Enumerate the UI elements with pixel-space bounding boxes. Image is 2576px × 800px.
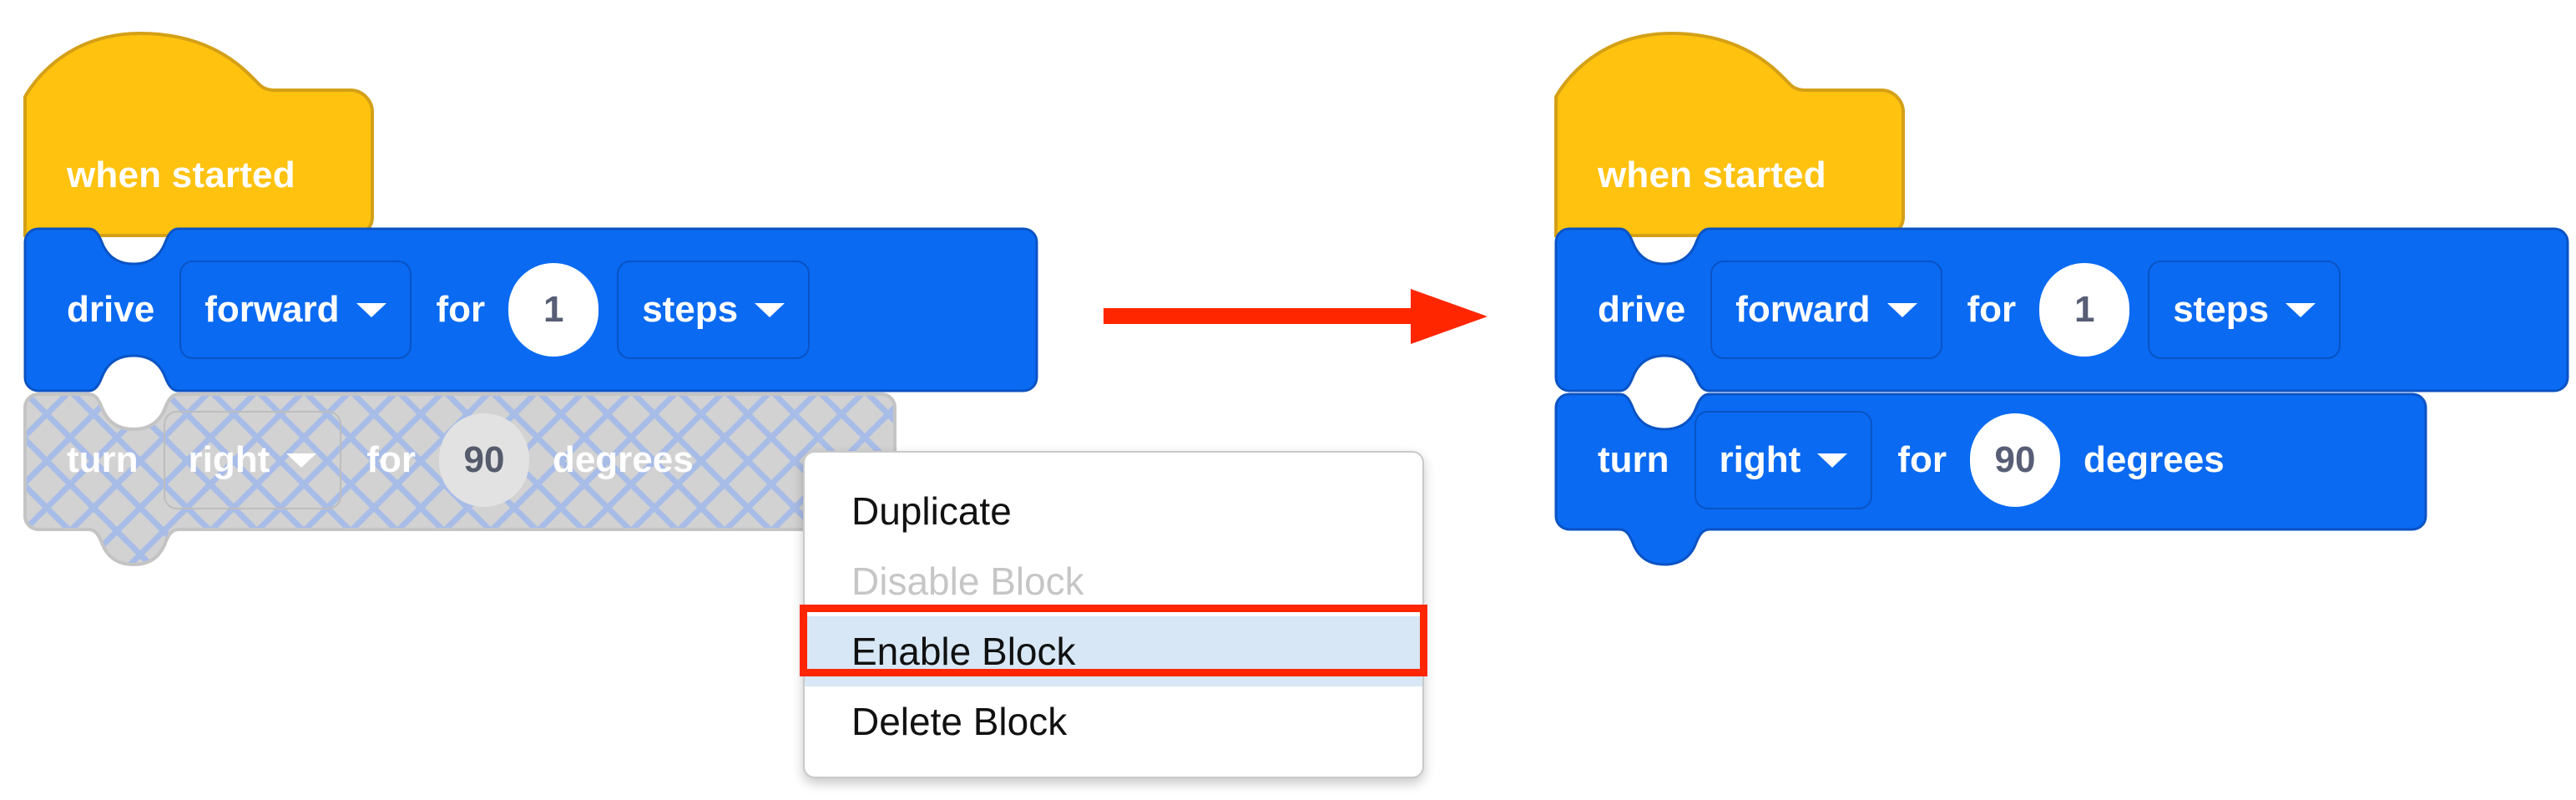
turn-block-row: turn right for 90 degrees — [23, 391, 709, 529]
turn-block-before-disabled[interactable]: turn right for 90 degrees — [23, 391, 897, 566]
drive-amount-value: 1 — [2073, 289, 2095, 330]
drive-verb-label: drive — [1598, 289, 1686, 330]
turn-verb-label: turn — [67, 439, 139, 480]
context-menu-item-enable-block[interactable]: Enable Block — [805, 616, 1422, 686]
turn-verb-label: turn — [1598, 439, 1669, 480]
drive-units-value: steps — [2173, 289, 2270, 330]
drive-block-row: drive forward for 1 steps — [1554, 227, 2351, 392]
drive-for-label: for — [436, 289, 486, 330]
chevron-down-icon — [356, 302, 386, 317]
drive-direction-value: forward — [205, 289, 340, 330]
drive-direction-value: forward — [1735, 289, 1871, 330]
turn-amount-input[interactable]: 90 — [1969, 413, 2060, 507]
chevron-down-icon — [1887, 302, 1917, 317]
chevron-down-icon — [286, 453, 317, 468]
when-started-hat-block-before[interactable]: when started — [23, 23, 374, 237]
context-menu-item-delete-block[interactable]: Delete Block — [805, 686, 1422, 757]
drive-units-dropdown[interactable]: steps — [2148, 261, 2341, 359]
context-menu-item-duplicate[interactable]: Duplicate — [805, 476, 1422, 546]
turn-block-row: turn right for 90 degrees — [1554, 391, 2240, 529]
hat-block-label: when started — [1598, 154, 1826, 195]
drive-verb-label: drive — [67, 289, 155, 330]
drive-units-value: steps — [642, 289, 739, 330]
block-context-menu[interactable]: Duplicate Disable Block Enable Block Del… — [803, 451, 1424, 778]
context-menu-item-label: Enable Block — [851, 630, 1076, 673]
turn-amount-value: 90 — [463, 439, 505, 480]
turn-for-label: for — [366, 439, 416, 480]
drive-amount-input[interactable]: 1 — [508, 263, 599, 357]
chevron-down-icon — [1817, 453, 1848, 468]
drive-for-label: for — [1967, 289, 2017, 330]
turn-units-label: degrees — [552, 439, 694, 480]
turn-direction-value: right — [1719, 439, 1801, 480]
hat-block-label: when started — [67, 154, 295, 195]
turn-direction-value: right — [188, 439, 270, 480]
turn-for-label: for — [1897, 439, 1947, 480]
turn-direction-dropdown[interactable]: right — [163, 411, 342, 509]
context-menu-item-label: Delete Block — [851, 700, 1068, 743]
context-menu-item-label: Disable Block — [851, 559, 1084, 603]
turn-units-label: degrees — [2083, 439, 2225, 480]
turn-block-after[interactable]: turn right for 90 degrees — [1554, 391, 2427, 566]
drive-units-dropdown[interactable]: steps — [617, 261, 811, 359]
when-started-hat-block-after[interactable]: when started — [1554, 23, 1905, 237]
drive-direction-dropdown[interactable]: forward — [1710, 261, 1942, 359]
context-menu-item-disable-block: Disable Block — [805, 546, 1422, 616]
drive-amount-value: 1 — [543, 289, 564, 330]
turn-direction-dropdown[interactable]: right — [1694, 411, 1873, 509]
turn-amount-value: 90 — [1994, 439, 2036, 480]
chevron-down-icon — [2286, 302, 2316, 317]
drive-direction-dropdown[interactable]: forward — [179, 261, 412, 359]
drive-amount-input[interactable]: 1 — [2039, 263, 2130, 357]
drive-block-row: drive forward for 1 steps — [23, 227, 820, 392]
drive-block-after[interactable]: drive forward for 1 steps — [1554, 227, 2569, 392]
drive-block-before[interactable]: drive forward for 1 steps — [23, 227, 1038, 392]
right-arrow-icon — [1104, 284, 1488, 349]
turn-amount-input[interactable]: 90 — [438, 413, 529, 507]
chevron-down-icon — [755, 302, 785, 317]
context-menu-item-label: Duplicate — [851, 489, 1012, 533]
